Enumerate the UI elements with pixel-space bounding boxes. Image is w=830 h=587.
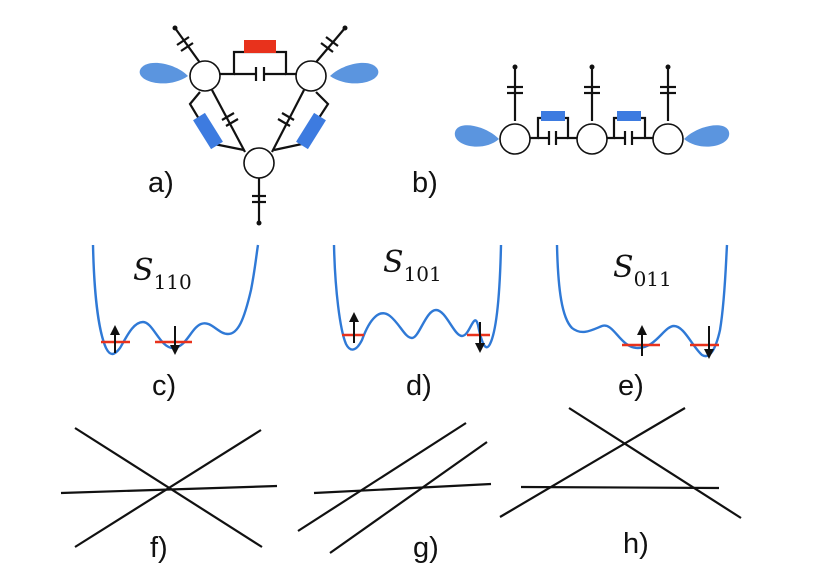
panel-g-crossing bbox=[297, 422, 492, 554]
resistor-icon bbox=[541, 111, 565, 121]
resistor-icon bbox=[617, 111, 641, 121]
node-right bbox=[295, 60, 327, 92]
level-line bbox=[568, 407, 742, 519]
level-line bbox=[60, 484, 278, 495]
lobe-port-icon bbox=[684, 125, 730, 147]
node-bottom bbox=[243, 147, 275, 179]
lead-top-left bbox=[172, 25, 204, 68]
panel-label-b: b) bbox=[412, 167, 438, 199]
state-label-e: S011 bbox=[613, 250, 672, 291]
resistor-icon bbox=[193, 112, 223, 150]
lead-2 bbox=[584, 64, 600, 121]
lead-bottom bbox=[252, 178, 266, 226]
level-line bbox=[297, 422, 467, 532]
right-coupling bbox=[271, 89, 330, 153]
node-left bbox=[189, 60, 221, 92]
lobe-port-icon bbox=[139, 62, 188, 84]
panel-a-circuit bbox=[139, 25, 379, 226]
panel-label-a: a) bbox=[148, 167, 174, 199]
lobe-port-icon bbox=[454, 125, 499, 147]
panel-label-c: c) bbox=[152, 370, 176, 402]
panel-b-circuit bbox=[454, 64, 730, 155]
top-coupling bbox=[218, 40, 300, 81]
level-line bbox=[313, 482, 492, 495]
level-line bbox=[499, 407, 686, 518]
left-coupling bbox=[188, 89, 246, 153]
state-label-c: S110 bbox=[133, 253, 192, 294]
resistor-icon bbox=[296, 112, 326, 150]
lobe-port-icon bbox=[330, 62, 379, 84]
panel-label-e: e) bbox=[618, 370, 644, 402]
potential-curve bbox=[555, 244, 729, 358]
node-1 bbox=[499, 123, 531, 155]
coupling-1-2 bbox=[530, 111, 577, 145]
node-2 bbox=[576, 123, 608, 155]
panel-label-h: h) bbox=[623, 528, 649, 560]
panel-label-g: g) bbox=[413, 532, 439, 564]
level-line bbox=[520, 485, 720, 490]
panel-label-f: f) bbox=[150, 532, 168, 564]
lead-1 bbox=[507, 64, 523, 121]
panel-f-crossing bbox=[60, 427, 278, 548]
state-label-d: S101 bbox=[383, 245, 442, 286]
lead-top-right bbox=[311, 25, 348, 68]
level-line bbox=[329, 441, 488, 554]
panel-d-potential: S101 bbox=[332, 244, 503, 353]
resistor-icon bbox=[244, 40, 276, 53]
coupling-2-3 bbox=[607, 111, 653, 145]
potential-curve bbox=[332, 244, 503, 351]
panel-e-potential: S011 bbox=[555, 244, 729, 359]
panel-c-potential: S110 bbox=[91, 244, 260, 356]
lead-3 bbox=[660, 64, 676, 121]
node-3 bbox=[652, 123, 684, 155]
panel-h-crossing bbox=[499, 407, 742, 519]
panel-label-d: d) bbox=[406, 370, 432, 402]
